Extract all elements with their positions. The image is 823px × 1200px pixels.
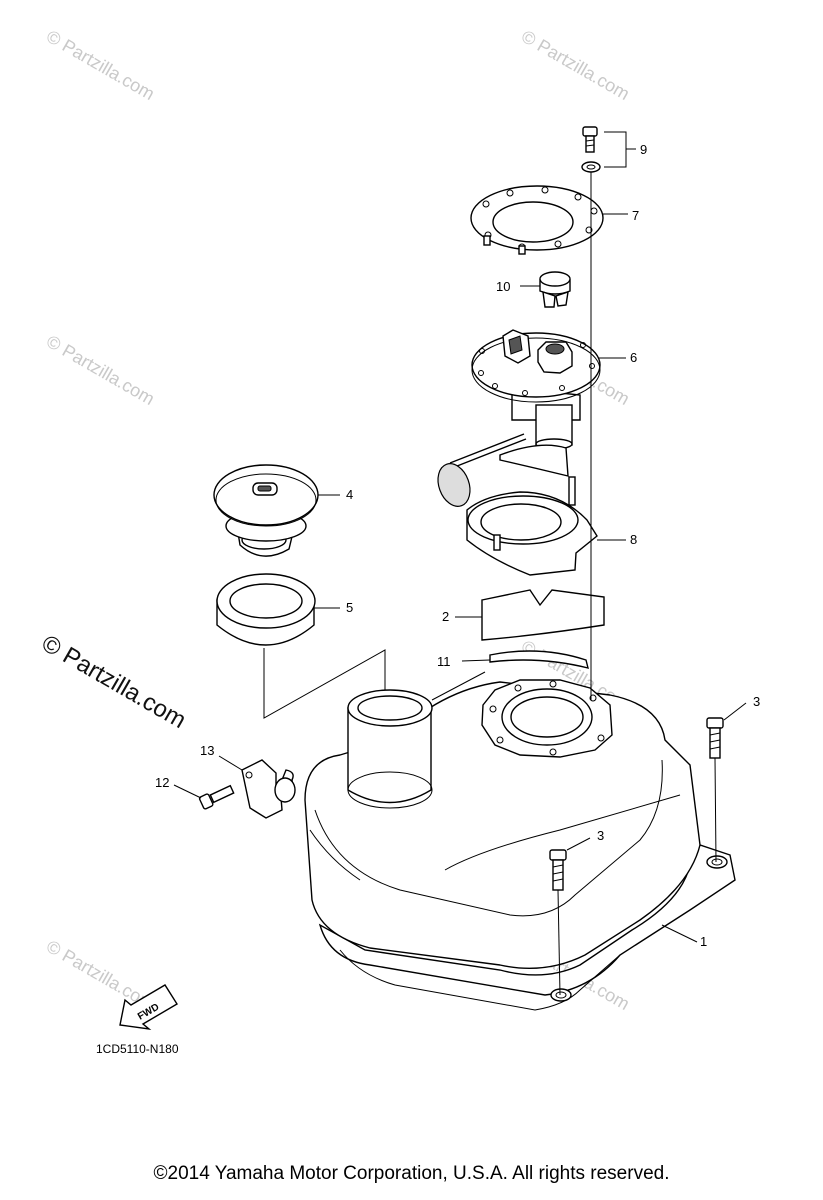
partzilla-watermark: © Partzilla.com (37, 630, 191, 734)
part-2-label (455, 589, 605, 641)
callout-10: 10 (496, 279, 510, 294)
watermark: © Partzilla.com (43, 331, 158, 409)
callout-9: 9 (640, 142, 647, 157)
part-10-cap (520, 271, 571, 308)
callout-12: 12 (155, 775, 169, 790)
callout-5: 5 (346, 600, 353, 615)
diagram-code: 1CD5110-N180 (96, 1042, 179, 1056)
callout-1: 1 (700, 934, 707, 949)
part-7-retainer-plate (470, 185, 628, 255)
part-5-grommet (216, 573, 340, 646)
callout-4: 4 (346, 487, 353, 502)
assembly-leader-lines (263, 172, 592, 719)
callout-6: 6 (630, 350, 637, 365)
part-12-screw (173, 784, 235, 810)
callout-3-upper: 3 (753, 694, 760, 709)
callout-2: 2 (442, 609, 449, 624)
part-6-fuel-pump (437, 329, 626, 507)
part-1-fuel-tank (304, 679, 736, 1011)
fwd-arrow-icon: FWD (119, 984, 178, 1031)
part-3-bolt-upper (706, 702, 747, 863)
part-13-clamp (218, 755, 296, 819)
watermark: © Partzilla.com (518, 26, 633, 104)
callout-7: 7 (632, 208, 639, 223)
part-9-bolt-washer (581, 126, 636, 173)
part-8-bracket (466, 476, 626, 576)
part-3-bolt-lower (549, 837, 591, 996)
callout-11: 11 (437, 654, 451, 669)
callout-labels: 1 2 3 3 4 5 6 7 8 9 10 11 12 13 (155, 142, 760, 949)
part-4-filler-cap (213, 464, 340, 557)
callout-13: 13 (200, 743, 214, 758)
part-11-strip (461, 650, 589, 669)
callout-3-lower: 3 (597, 828, 604, 843)
callout-8: 8 (630, 532, 637, 547)
watermark: © Partzilla.com (43, 26, 158, 104)
copyright-notice: ©2014 Yamaha Motor Corporation, U.S.A. A… (153, 1163, 670, 1184)
